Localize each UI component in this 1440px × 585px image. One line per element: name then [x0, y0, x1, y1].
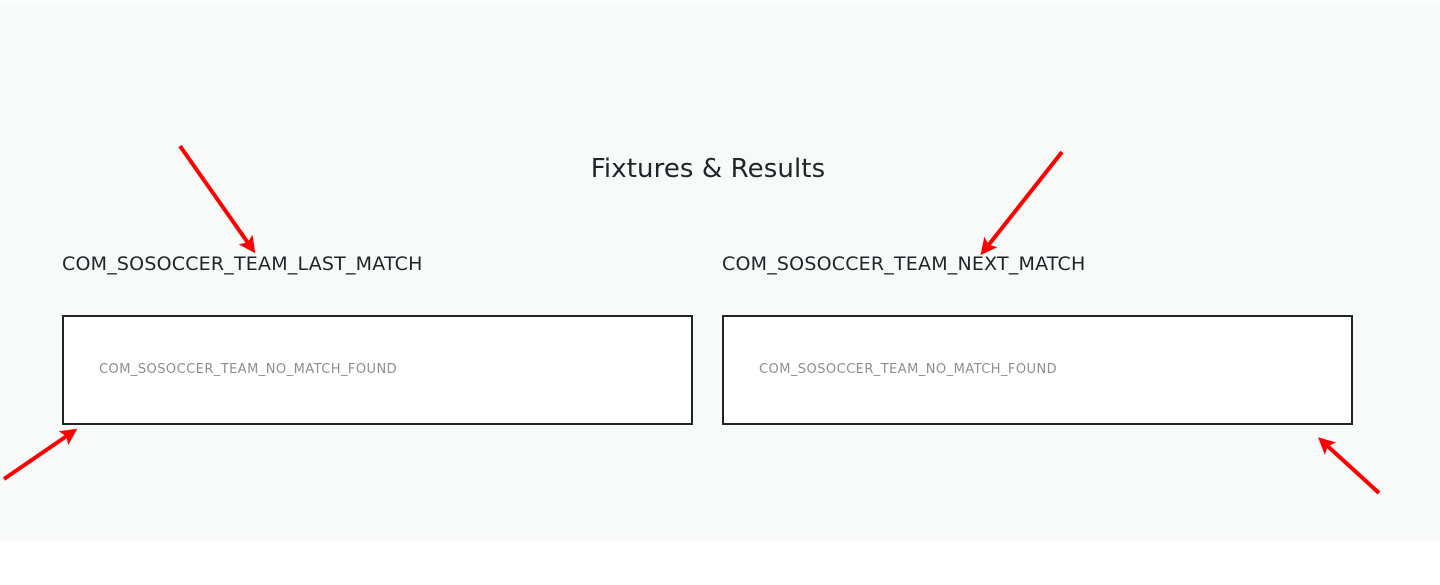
last-match-box[interactable]: COM_SOSOCCER_TEAM_NO_MATCH_FOUND	[62, 315, 693, 425]
last-match-heading: COM_SOSOCCER_TEAM_LAST_MATCH	[62, 253, 423, 275]
page-title: Fixtures & Results	[590, 154, 826, 184]
last-match-column: COM_SOSOCCER_TEAM_LAST_MATCH COM_SOSOCCE…	[62, 252, 693, 425]
next-match-column: COM_SOSOCCER_TEAM_NEXT_MATCH COM_SOSOCCE…	[722, 252, 1353, 425]
top-edge-highlight	[0, 0, 1440, 5]
fixtures-section-background	[0, 0, 1440, 541]
next-match-box[interactable]: COM_SOSOCCER_TEAM_NO_MATCH_FOUND	[722, 315, 1353, 425]
next-match-heading: COM_SOSOCCER_TEAM_NEXT_MATCH	[722, 253, 1086, 275]
next-match-empty-message: COM_SOSOCCER_TEAM_NO_MATCH_FOUND	[759, 362, 1058, 377]
last-match-empty-message: COM_SOSOCCER_TEAM_NO_MATCH_FOUND	[99, 362, 398, 377]
match-columns: COM_SOSOCCER_TEAM_LAST_MATCH COM_SOSOCCE…	[62, 252, 1353, 425]
page-bottom-white-strip	[0, 541, 1440, 585]
fixtures-section: Fixtures & Results COM_SOSOCCER_TEAM_LAS…	[62, 154, 1353, 425]
